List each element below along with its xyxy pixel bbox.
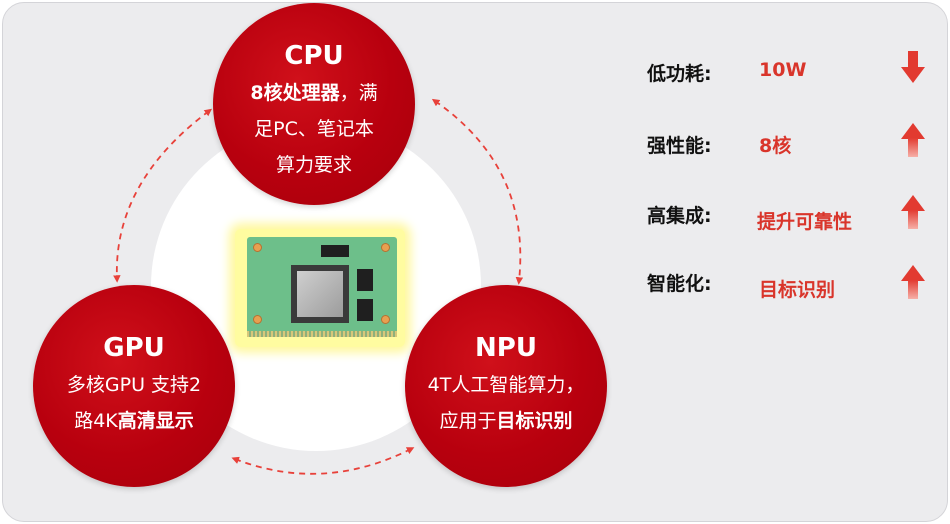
- cpu-description: 8核处理器，满 足PC、笔记本 算力要求: [238, 75, 389, 183]
- cpu-title: CPU: [284, 41, 344, 71]
- npu-description: 4T人工智能算力， 应用于目标识别: [416, 367, 597, 439]
- gpu-text-2: 路4K: [74, 410, 118, 432]
- cpu-text-3: 算力要求: [275, 154, 352, 176]
- npu-bold-text: 目标识别: [496, 410, 573, 432]
- arrow-down-icon: [901, 51, 925, 83]
- spec-value-performance: 8核: [759, 135, 792, 157]
- cpu-text-1: ，满: [339, 82, 378, 104]
- gpu-bold-text: 高清显示: [117, 410, 194, 432]
- npu-circle: NPU 4T人工智能算力， 应用于目标识别: [405, 285, 607, 487]
- spec-value-integration: 提升可靠性: [757, 211, 853, 233]
- npu-text-1: 4T人工智能算力，: [427, 374, 585, 396]
- cpu-text-2: 足PC、笔记本: [254, 118, 374, 140]
- gpu-description: 多核GPU 支持2 路4K高清显示: [55, 367, 213, 439]
- spec-label-intelligence: 智能化:: [647, 273, 712, 295]
- cycle-arrows: [113, 98, 524, 475]
- cpu-circle: CPU 8核处理器，满 足PC、笔记本 算力要求: [213, 3, 415, 205]
- arrow-up-icon: [901, 265, 925, 299]
- arrow-cpu-gpu: [113, 108, 213, 283]
- spec-value-intelligence: 目标识别: [759, 279, 836, 301]
- spec-label-power: 低功耗:: [647, 63, 712, 85]
- npu-text-2: 应用于: [439, 410, 497, 432]
- gpu-circle: GPU 多核GPU 支持2 路4K高清显示: [33, 285, 235, 487]
- npu-title: NPU: [475, 333, 537, 363]
- arrow-cpu-npu: [431, 98, 524, 285]
- arrow-gpu-npu: [231, 447, 415, 475]
- spec-label-performance: 强性能:: [647, 135, 712, 157]
- gpu-title: GPU: [103, 333, 165, 363]
- cpu-bold-text: 8核处理器: [250, 82, 340, 104]
- arrow-up-icon: [901, 195, 925, 229]
- arrow-up-icon: [901, 123, 925, 157]
- soc-chip: [291, 265, 349, 323]
- compute-module-image: [247, 237, 397, 337]
- gpu-text-1: 多核GPU 支持2: [66, 374, 202, 396]
- spec-value-power: 10W: [759, 59, 807, 81]
- spec-label-integration: 高集成:: [647, 205, 712, 227]
